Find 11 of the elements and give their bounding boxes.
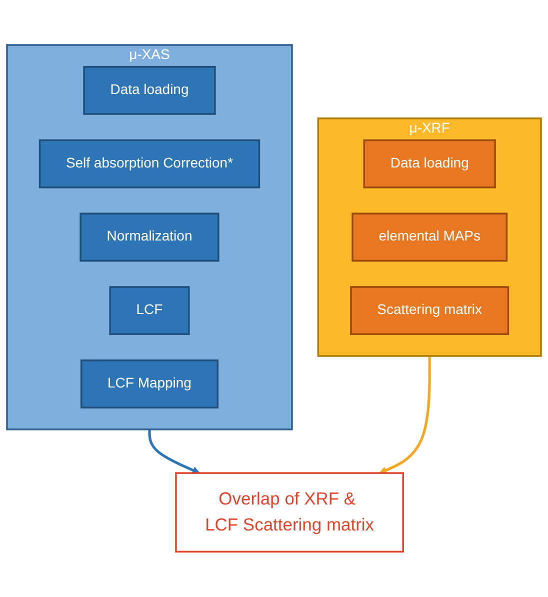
node-box: elemental MAPs bbox=[352, 212, 508, 262]
node-box: Data loading bbox=[83, 66, 216, 116]
node-box: Scattering matrix bbox=[350, 286, 510, 336]
node-box: Overlap of XRF & LCF Scattering matrix bbox=[175, 472, 404, 553]
arrow bbox=[148, 430, 200, 474]
arrow bbox=[379, 356, 431, 474]
node-box: LCF bbox=[109, 286, 190, 336]
node-box: Normalization bbox=[80, 212, 220, 262]
node-box: Self absorption Correction* bbox=[38, 140, 260, 188]
node-box: LCF Mapping bbox=[80, 360, 219, 409]
node-box: Data loading bbox=[363, 140, 496, 188]
